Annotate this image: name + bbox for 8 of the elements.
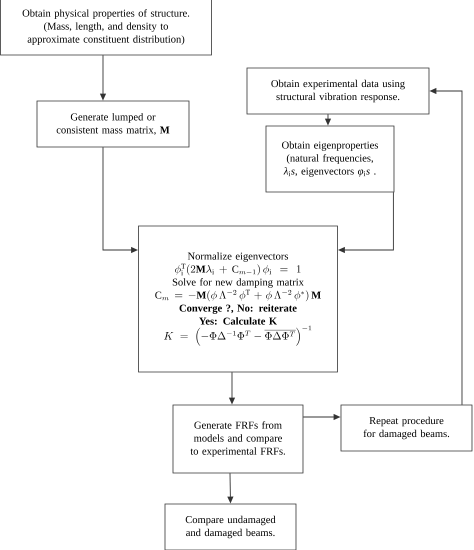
process-box: Repeat procedure for damaged beams. [340,404,472,452]
process-box: Normalize eigenvectors $\phi^{\mathrm{T}}_{\mathrm{i}}(2\mathbf{M}\lambda_{\mathrm{i}}+\mathrm{C}_{m-1})\,\phi_{\mathrm{i}}=1$ Solve for new damping matrix $\mathrm{C}_{m}=-\mathbf{M}(\phi\,\Lambda^{-2}\,\phi^{\mathrm{T}}+\phi\,\Lambda^{-2}\,\phi^{*})\,\mathbf{M}$ Converge ?, No: reiterate Yes: Calculate K $K=\left(-\Phi\Delta^{-1}\Phi^{T}-\overline{\Phi\Delta\Phi^{T}}\right)^{-1}$ [138,226,338,372]
process-box: Generate FRFs from models and compare to experimental FRFs. [172,404,304,474]
process-box: Obtain experimental data using structural vibration response. [246,68,430,114]
process-box: Obtain physical properties of structure. (Mass, length, and density to approximate constituent distribution) [0,0,212,56]
process-box: Obtain eigenproperties (natural frequencies, λ$_{i}$s, eigenvectors φ$_{i}$s . [266,126,394,192]
process-box: Compare undamaged and damaged beams. [164,504,296,550]
process-box: Generate lumped or consistent mass matrix, M [36,100,190,148]
